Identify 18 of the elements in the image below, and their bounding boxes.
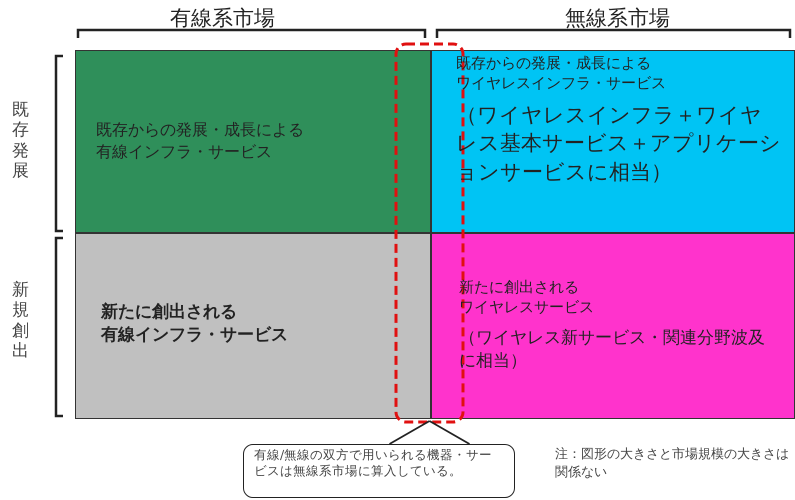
quadrant-text: 既存からの発展・成長によるワイヤレスインフラ・サービス xyxy=(456,53,667,94)
quadrant-box xyxy=(431,233,795,419)
callout-box xyxy=(243,444,515,498)
quadrant-box xyxy=(75,233,431,419)
quadrant-text: 新たに創出されるワイヤレスサービス xyxy=(459,277,595,318)
note-text: 注：図形の大きさと市場規模の大きさは関係ない xyxy=(555,446,790,482)
quadrant-text: （ワイヤレス新サービス・関連分野波及に相当） xyxy=(459,327,766,373)
callout-text: 有線/無線の双方で用いられる機器・サービスは無線系市場に算入している。 xyxy=(254,447,494,480)
row-header: 新規創出 xyxy=(12,280,29,362)
column-header: 無線系市場 xyxy=(565,5,670,32)
quadrant-text: 既存からの発展・成長による有線インフラ・サービス xyxy=(96,119,305,162)
quadrant-box xyxy=(431,50,795,233)
quadrant-text: （ワイヤレスインフラ＋ワイヤレス基本サービス＋アプリケーションサービスに相当） xyxy=(456,102,781,186)
column-header: 有線系市場 xyxy=(170,5,275,32)
quadrant-box xyxy=(75,50,431,233)
callout-pointer xyxy=(388,420,470,445)
row-header: 既存発展 xyxy=(12,100,29,182)
quadrant-text: 新たに創出される有線インフラ・サービス xyxy=(101,301,289,347)
